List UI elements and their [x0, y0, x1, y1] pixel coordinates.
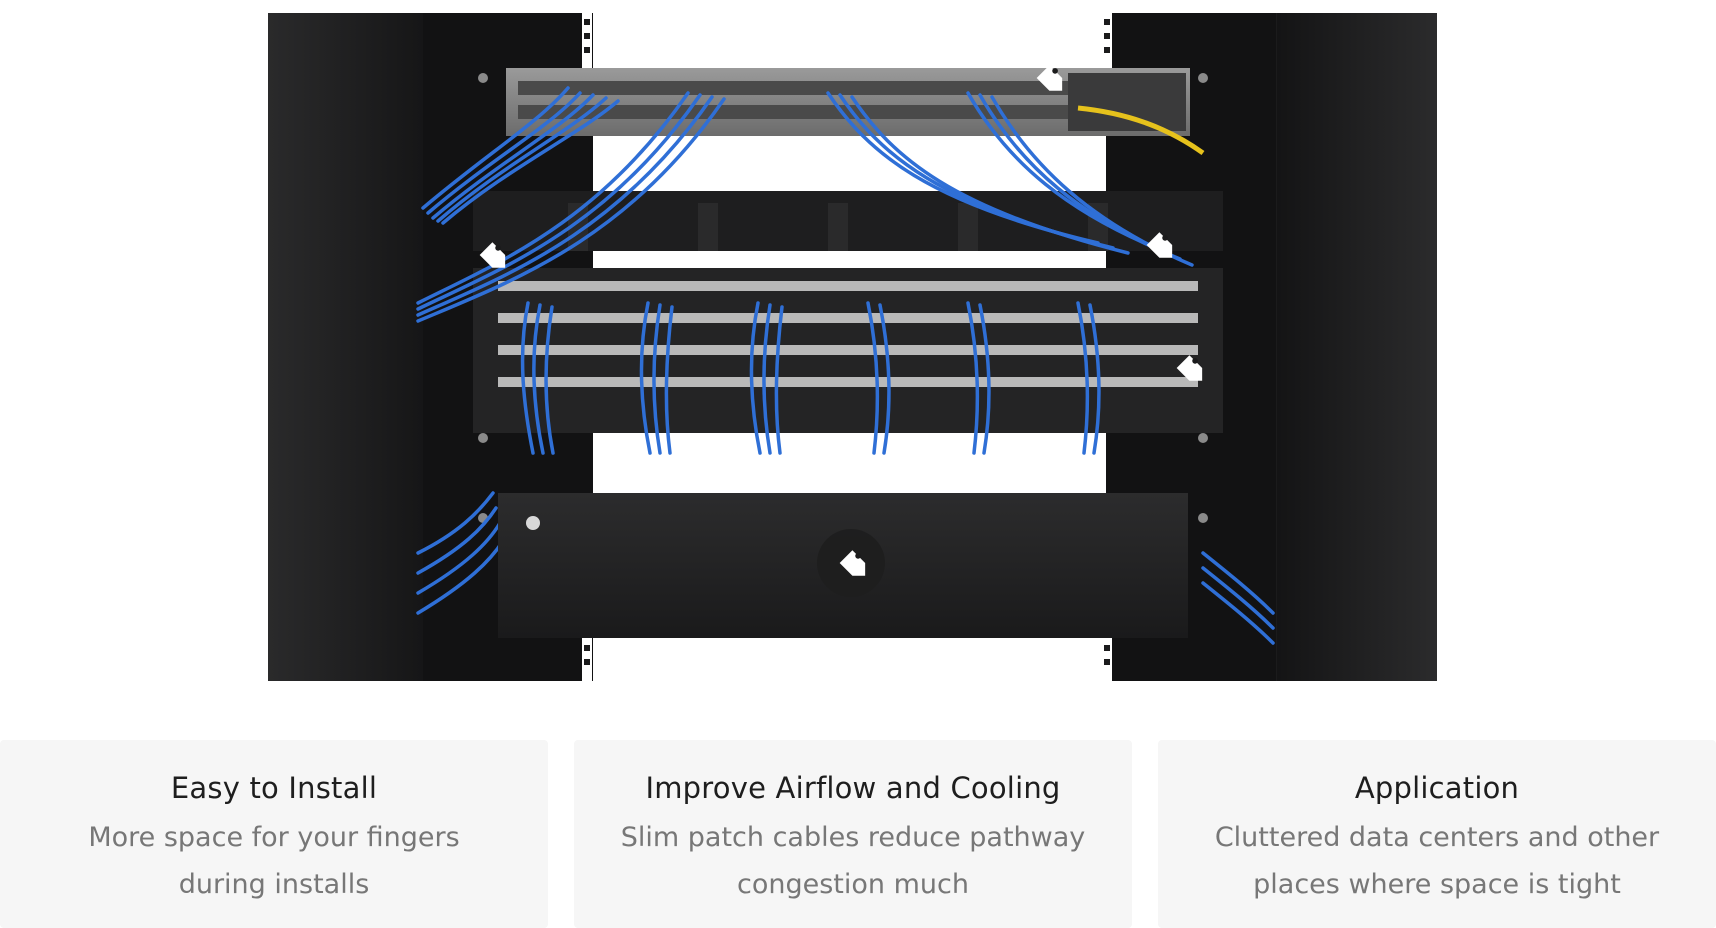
feature-title: Improve Airflow and Cooling — [645, 771, 1061, 805]
feature-card-easy-install: Easy to Install More space for your fing… — [0, 740, 548, 928]
feature-title: Easy to Install — [170, 771, 378, 805]
feature-card-application: Application Cluttered data centers and o… — [1158, 740, 1716, 928]
feature-description: Cluttered data centers and other places … — [1158, 814, 1716, 908]
feature-description-line: Slim patch cables reduce pathway — [620, 822, 1086, 853]
product-hero-image — [268, 13, 1437, 681]
price-tag-icon[interactable] — [1168, 348, 1208, 388]
rack-side-panel-left — [268, 13, 423, 681]
feature-cards: Easy to Install More space for your fing… — [0, 740, 1716, 928]
feature-title: Application — [1354, 771, 1520, 805]
feature-description-line: Cluttered data centers and other — [1214, 822, 1660, 853]
price-tag-icon[interactable] — [817, 529, 885, 597]
feature-description: More space for your fingers during insta… — [0, 814, 548, 908]
price-tag-icon[interactable] — [1138, 225, 1178, 265]
price-tag-icon[interactable] — [471, 235, 511, 275]
feature-description-line: during installs — [178, 869, 370, 900]
rack-side-panel-right — [1277, 13, 1437, 681]
price-tag-icon[interactable] — [1028, 58, 1068, 98]
feature-description-line: congestion much — [737, 869, 969, 900]
rack-illustration — [268, 13, 1437, 681]
feature-card-airflow: Improve Airflow and Cooling Slim patch c… — [574, 740, 1132, 928]
fiber-cable-yellow — [1077, 105, 1205, 156]
feature-description-line: More space for your fingers — [88, 822, 460, 853]
feature-description: Slim patch cables reduce pathway congest… — [574, 814, 1132, 908]
feature-description-line: places where space is tight — [1253, 869, 1621, 900]
cable-bundles — [416, 86, 1275, 645]
